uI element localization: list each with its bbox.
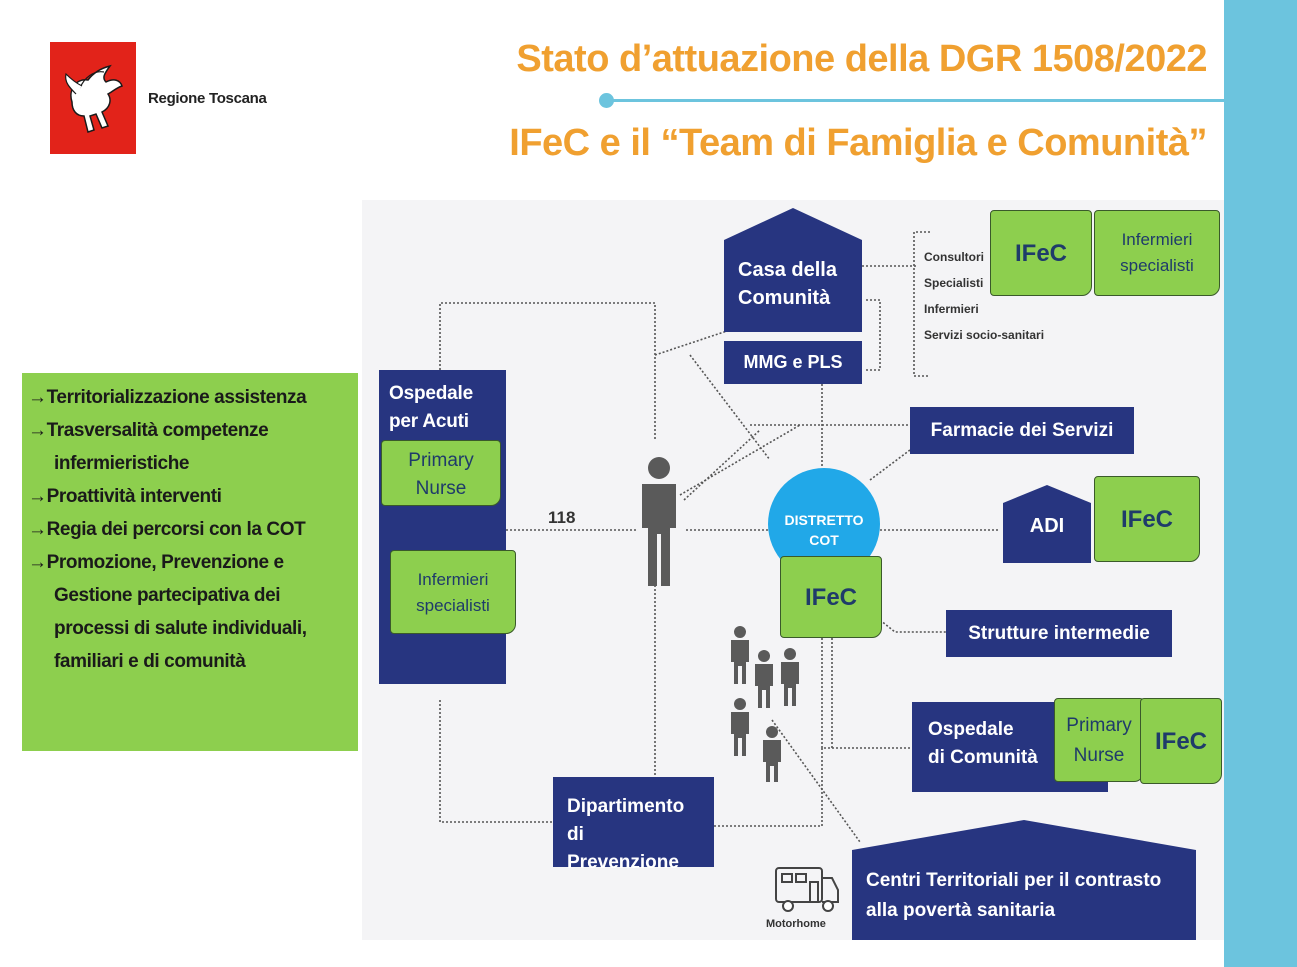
primary-nurse-line-2: Nurse [1073, 745, 1125, 766]
objectives-list: →Territorializzazione assistenza →Trasve… [22, 373, 358, 751]
title-divider [606, 99, 1224, 102]
primary-nurse-line-2: Nurse [415, 478, 467, 499]
ifec-box-adi: IFeC [1094, 476, 1200, 562]
centri-line-2: alla povertà sanitaria [866, 900, 1056, 921]
centri-territoriali-shape [852, 820, 1196, 940]
dipartimento-prevenzione-box: Dipartimento di Prevenzione [553, 777, 714, 873]
ifec-box-ospedale-comunita: IFeC [1140, 698, 1222, 784]
service-item: Infermieri [924, 302, 979, 316]
strutture-intermedie-box: Strutture intermedie [946, 610, 1172, 657]
label-118: 118 [548, 508, 576, 527]
mmg-pls-box: MMG e PLS [724, 341, 862, 384]
pegasus-icon [65, 64, 123, 133]
casa-line-1: Casa della [738, 259, 837, 281]
centri-line-1: Centri Territoriali per il contrasto [866, 870, 1162, 891]
page-title: Stato d’attuazione della DGR 1508/2022 [516, 38, 1207, 80]
organization-name: Regione Toscana [148, 90, 267, 107]
cot-line-2: COT [809, 532, 839, 548]
title-divider-dot [599, 93, 614, 108]
ospedale-comunita-line-2: di Comunità [928, 747, 1038, 768]
dipartimento-line-1: Dipartimento [567, 796, 685, 817]
infermieri-line-1: Infermieri [417, 570, 489, 589]
casa-comunita-label: Casa della Comunità [738, 256, 837, 312]
regione-toscana-logo [50, 42, 136, 154]
cot-line-1: DISTRETTO [784, 512, 864, 528]
ifec-box-casa: IFeC [990, 210, 1092, 296]
casa-line-2: Comunità [738, 287, 831, 309]
service-item: Servizi socio-sanitari [924, 328, 1045, 342]
primary-nurse-line-1: Primary [1066, 715, 1132, 736]
centri-territoriali-label: Centri Territoriali per il contrasto all… [866, 866, 1161, 926]
motorhome-icon [775, 867, 839, 912]
objective-item: →Regia dei percorsi con la COT [28, 519, 306, 540]
dipartimento-line-2: di Prevenzione [567, 824, 679, 873]
infermieri-line-1: Infermieri [1121, 230, 1193, 249]
casa-comunita-house [724, 208, 862, 332]
infermieri-line-2: specialisti [416, 596, 490, 615]
person-icon [642, 457, 676, 586]
service-item: Consultori [924, 250, 984, 264]
ospedale-acuti-label-2: per Acuti [389, 411, 469, 432]
ifec-box-cot: IFeC [780, 556, 882, 638]
primary-nurse-box: Primary Nurse [381, 440, 501, 506]
infermieri-line-2: specialisti [1120, 256, 1194, 275]
ospedale-acuti-box: Ospedale per Acuti [379, 370, 506, 684]
infermieri-specialisti-box-left: Infermieri specialisti [390, 550, 516, 634]
farmacie-servizi-box: Farmacie dei Servizi [910, 407, 1134, 454]
page-subtitle: IFeC e il “Team di Famiglia e Comunità” [509, 122, 1207, 164]
people-group-icon [731, 626, 799, 782]
primary-nurse-box-comunita: Primary Nurse [1054, 698, 1144, 782]
ospedale-comunita-line-1: Ospedale [928, 719, 1014, 740]
objective-item: →Proattività interventi [28, 486, 222, 507]
infermieri-specialisti-box-right: Infermieri specialisti [1094, 210, 1220, 296]
adi-label: ADI [1029, 515, 1065, 537]
service-item: Specialisti [924, 276, 984, 290]
adi-house [1003, 485, 1091, 563]
services-list: Consultori Specialisti Infermieri Serviz… [924, 244, 1044, 348]
ospedale-acuti-label-1: Ospedale [389, 383, 473, 404]
right-accent-bar [1224, 0, 1297, 967]
objective-item: →Territorializzazione assistenza [28, 387, 307, 408]
motorhome-label: Motorhome [766, 918, 826, 930]
primary-nurse-line-1: Primary [408, 450, 474, 471]
